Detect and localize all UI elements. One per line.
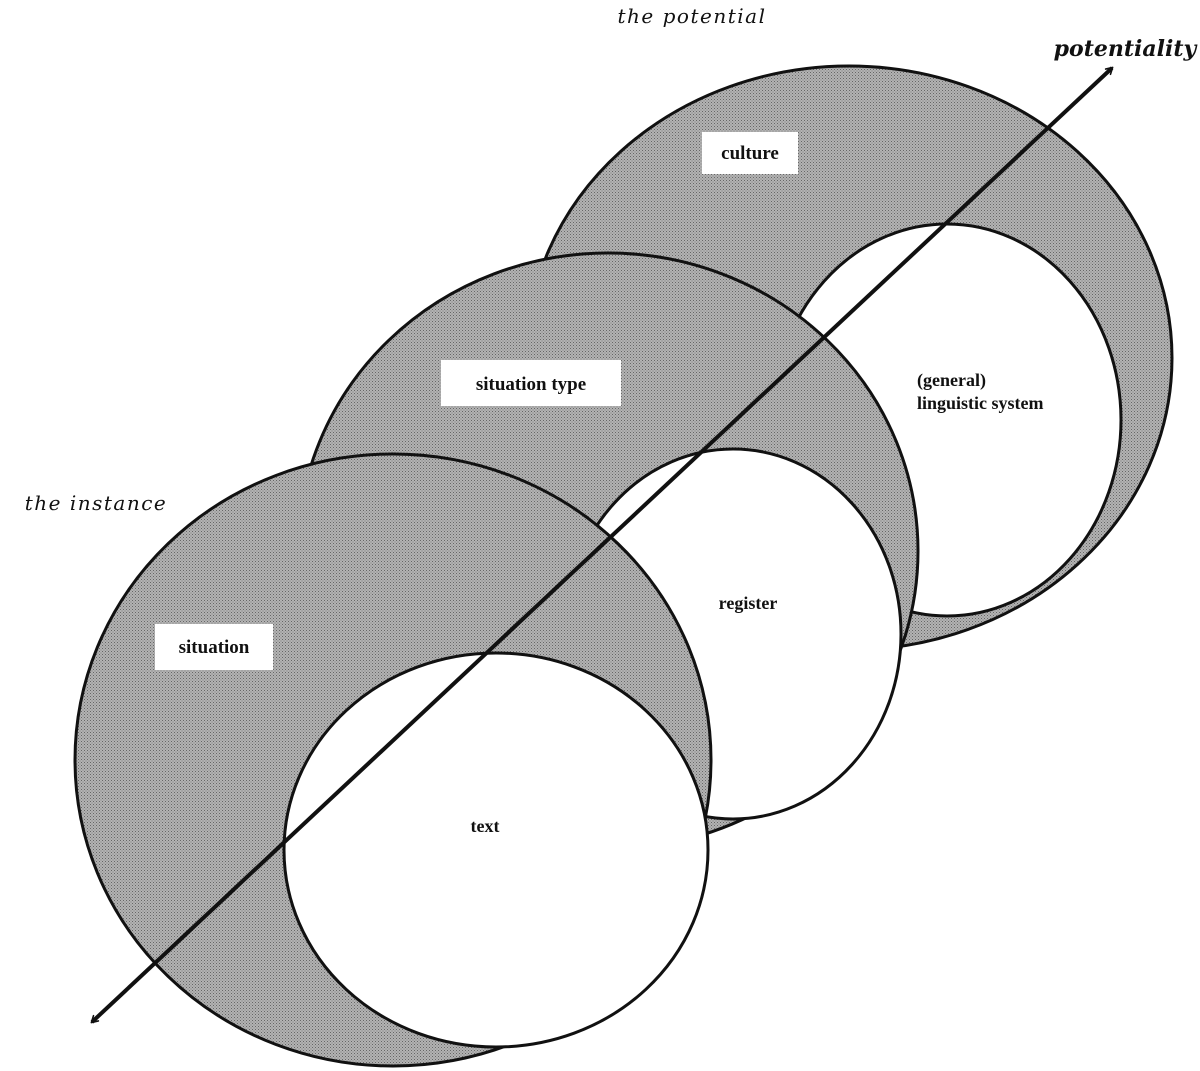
situation-label-box (155, 624, 273, 670)
potentiality-axis-arrow (90, 66, 1114, 1024)
register-label: register (719, 593, 778, 613)
culture-label-box (702, 132, 798, 174)
text-label: text (471, 816, 500, 836)
culture-label: culture (721, 143, 779, 164)
the-instance-label: the instance (25, 491, 168, 515)
situation-type-label-box (441, 360, 621, 406)
linguistic-system-label: linguistic system (917, 393, 1044, 413)
situation-label: situation (179, 637, 250, 658)
the-potential-label: the potential (618, 4, 767, 28)
situation-type-label: situation type (476, 374, 586, 395)
potentiality-label: potentiality (1054, 36, 1199, 62)
situation-inner-area (282, 651, 710, 1049)
situation-disc (73, 452, 713, 1068)
general-label: (general) (917, 370, 986, 391)
